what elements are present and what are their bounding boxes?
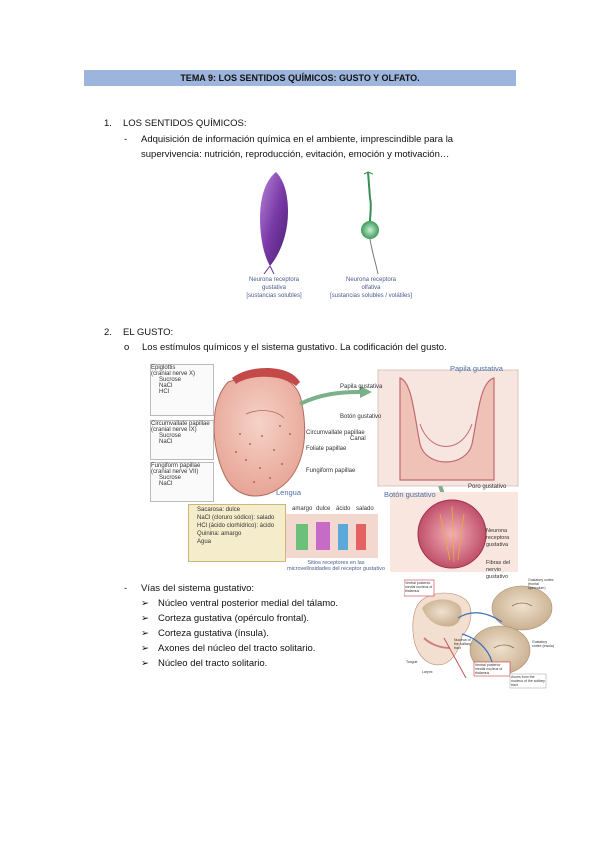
- papila-label: Papila gustativa: [340, 384, 383, 390]
- section1-line2: supervivencia: nutrición, reproducción, …: [141, 149, 450, 160]
- section1-dash: -: [124, 134, 128, 145]
- neurons-figure: Neurona receptora gustativa [sustancias …: [236, 168, 426, 308]
- pathway-arrow-3: ➢: [141, 628, 149, 639]
- receptor-dulce: dulce: [316, 506, 331, 512]
- brain-illustration: [404, 579, 553, 689]
- section2-subheading: Los estímulos químicos y el sistema gust…: [142, 342, 447, 353]
- pathway-arrow-2: ➢: [141, 613, 149, 624]
- receptor-acido: ácido: [336, 506, 351, 512]
- epi-taste-2: NaCl: [159, 383, 173, 389]
- gustatory-title: Neurona receptora: [248, 277, 300, 283]
- circumvallate-nerve: (cranial nerve IX): [151, 427, 197, 433]
- brain-label-insula: Gustatory cortex (insula): [532, 640, 554, 648]
- boton-title: Botón gustativo: [384, 490, 436, 499]
- receptor-salado: salado: [356, 506, 374, 512]
- taste-legend: Sacarosa: dulce NaCl (cloruro sódico): s…: [188, 504, 286, 562]
- brain-label-larynx: Larynx: [422, 670, 433, 674]
- pathway-item-1: Núcleo ventral posterior medial del tála…: [158, 598, 339, 609]
- fungiform-label: Fungiform papillae: [151, 463, 201, 469]
- legend-item-4: Quinina: amargo: [197, 531, 242, 537]
- olfactory-subtitle: olfativa: [361, 285, 381, 291]
- pathway-item-4: Axones del núcleo del tracto solitario.: [158, 643, 316, 654]
- lengua-label: Lengua: [276, 488, 302, 497]
- receptor-caption-1: Sitios receptores en las: [307, 560, 365, 566]
- receptor-caption-2: microvellosidades del receptor gustativo: [287, 566, 385, 572]
- section1-number: 1.: [104, 118, 112, 129]
- circ-taste-1: Sucrose: [159, 433, 182, 439]
- legend-item-1: Sacarosa: dulce: [197, 507, 241, 513]
- pathways-dash: -: [124, 583, 128, 594]
- section2-bullet: o: [124, 342, 130, 353]
- legend-item-5: Agua: [197, 539, 212, 545]
- title-banner: TEMA 9: LOS SENTIDOS QUÍMICOS: GUSTO Y O…: [84, 70, 516, 86]
- receptor-caption: Sitios receptores en las microvellosidad…: [284, 560, 388, 572]
- section2-number: 2.: [104, 327, 112, 338]
- epi-taste-1: Sucrose: [159, 377, 182, 383]
- fung-taste-2: NaCl: [159, 481, 173, 487]
- epiglottis-box: Epiglottis (cranial nerve X) Sucrose NaC…: [150, 364, 214, 416]
- fungiform-nerve: (cranial nerve VII): [151, 469, 199, 475]
- section1-heading: LOS SENTIDOS QUÍMICOS:: [123, 118, 247, 129]
- olfactory-title: Neurona receptora: [345, 277, 397, 283]
- brain-label-nts: Nucleus of the solitary tract: [454, 638, 471, 650]
- legend-item-2: NaCl (cloruro sódico): salado: [197, 515, 275, 521]
- fungiform-right-label: Fungiform papillae: [306, 468, 356, 474]
- circ-taste-2: NaCl: [159, 439, 173, 445]
- olfactory-neuron-label: Neurona receptora olfativa [sustancias s…: [316, 276, 426, 300]
- pathway-arrow-1: ➢: [141, 598, 149, 609]
- neurona-label: Neurona receptora gustativa: [486, 528, 510, 548]
- brain-label-operculum: Gustatory cortex (frontal operculum): [528, 578, 554, 590]
- epiglottis-nerve: (cranial nerve X): [151, 371, 196, 377]
- pathways-heading: Vías del sistema gustativo:: [141, 583, 254, 594]
- brain-figure: Ventral posterior medial nucleus of thal…: [404, 578, 554, 694]
- pathway-arrow-4: ➢: [141, 643, 149, 654]
- taste-figure: Epiglottis (cranial nerve X) Sucrose NaC…: [150, 364, 520, 580]
- legend-item-3: HCl (ácido clorhídrico): ácido: [197, 523, 275, 529]
- circumvallate-label: Circumvallate papillae: [151, 421, 210, 427]
- pathway-item-2: Corteza gustativa (opérculo frontal).: [158, 613, 310, 624]
- foliate-label: Foliate papillae: [306, 446, 347, 452]
- gustatory-note: [sustancias solubles]: [246, 293, 302, 299]
- receptor-amargo: amargo: [292, 506, 313, 512]
- pathway-item-5: Núcleo del tracto solitario.: [158, 658, 268, 669]
- section1-line1: Adquisición de información química en el…: [141, 134, 454, 145]
- fung-taste-1: Sucrose: [159, 475, 182, 481]
- fungiform-box: Fungiform papillae (cranial nerve VII) S…: [150, 462, 214, 502]
- pathway-arrow-5: ➢: [141, 658, 149, 669]
- papila-title: Papila gustativa: [450, 364, 503, 373]
- brain-label-axons: Axons from the nucleus of the solitary t…: [511, 675, 545, 687]
- gustatory-subtitle: gustativa: [261, 285, 286, 291]
- section2-heading: EL GUSTO:: [123, 327, 174, 338]
- circumvallate-box: Circumvallate papillae (cranial nerve IX…: [150, 420, 214, 460]
- poro-label: Poro gustativo: [468, 484, 507, 490]
- boton-label: Botón gustativo: [340, 414, 382, 420]
- pathway-item-3: Corteza gustativa (ínsula).: [158, 628, 269, 639]
- olfactory-note: [sustancias solubles / volátiles]: [329, 293, 413, 299]
- epi-taste-3: HCl: [159, 389, 169, 395]
- fibras-label: Fibras del nervio gustativo: [486, 560, 511, 580]
- canal-label: Canal: [350, 436, 366, 442]
- brain-label-tongue: Tongue: [406, 660, 418, 664]
- epiglottis-label: Epiglottis: [151, 365, 176, 371]
- neurons-illustration: [260, 171, 379, 275]
- brain-label-vpm-top: Ventral posterior medial nucleus of thal…: [405, 581, 433, 593]
- gustatory-neuron-label: Neurona receptora gustativa [sustancias …: [236, 276, 312, 300]
- taste-illustration: [213, 367, 519, 572]
- circumvallate-right-label: Circumvallate papillae: [306, 430, 365, 436]
- brain-label-vpm-bottom: Ventral posterior medial nucleus of thal…: [475, 663, 503, 675]
